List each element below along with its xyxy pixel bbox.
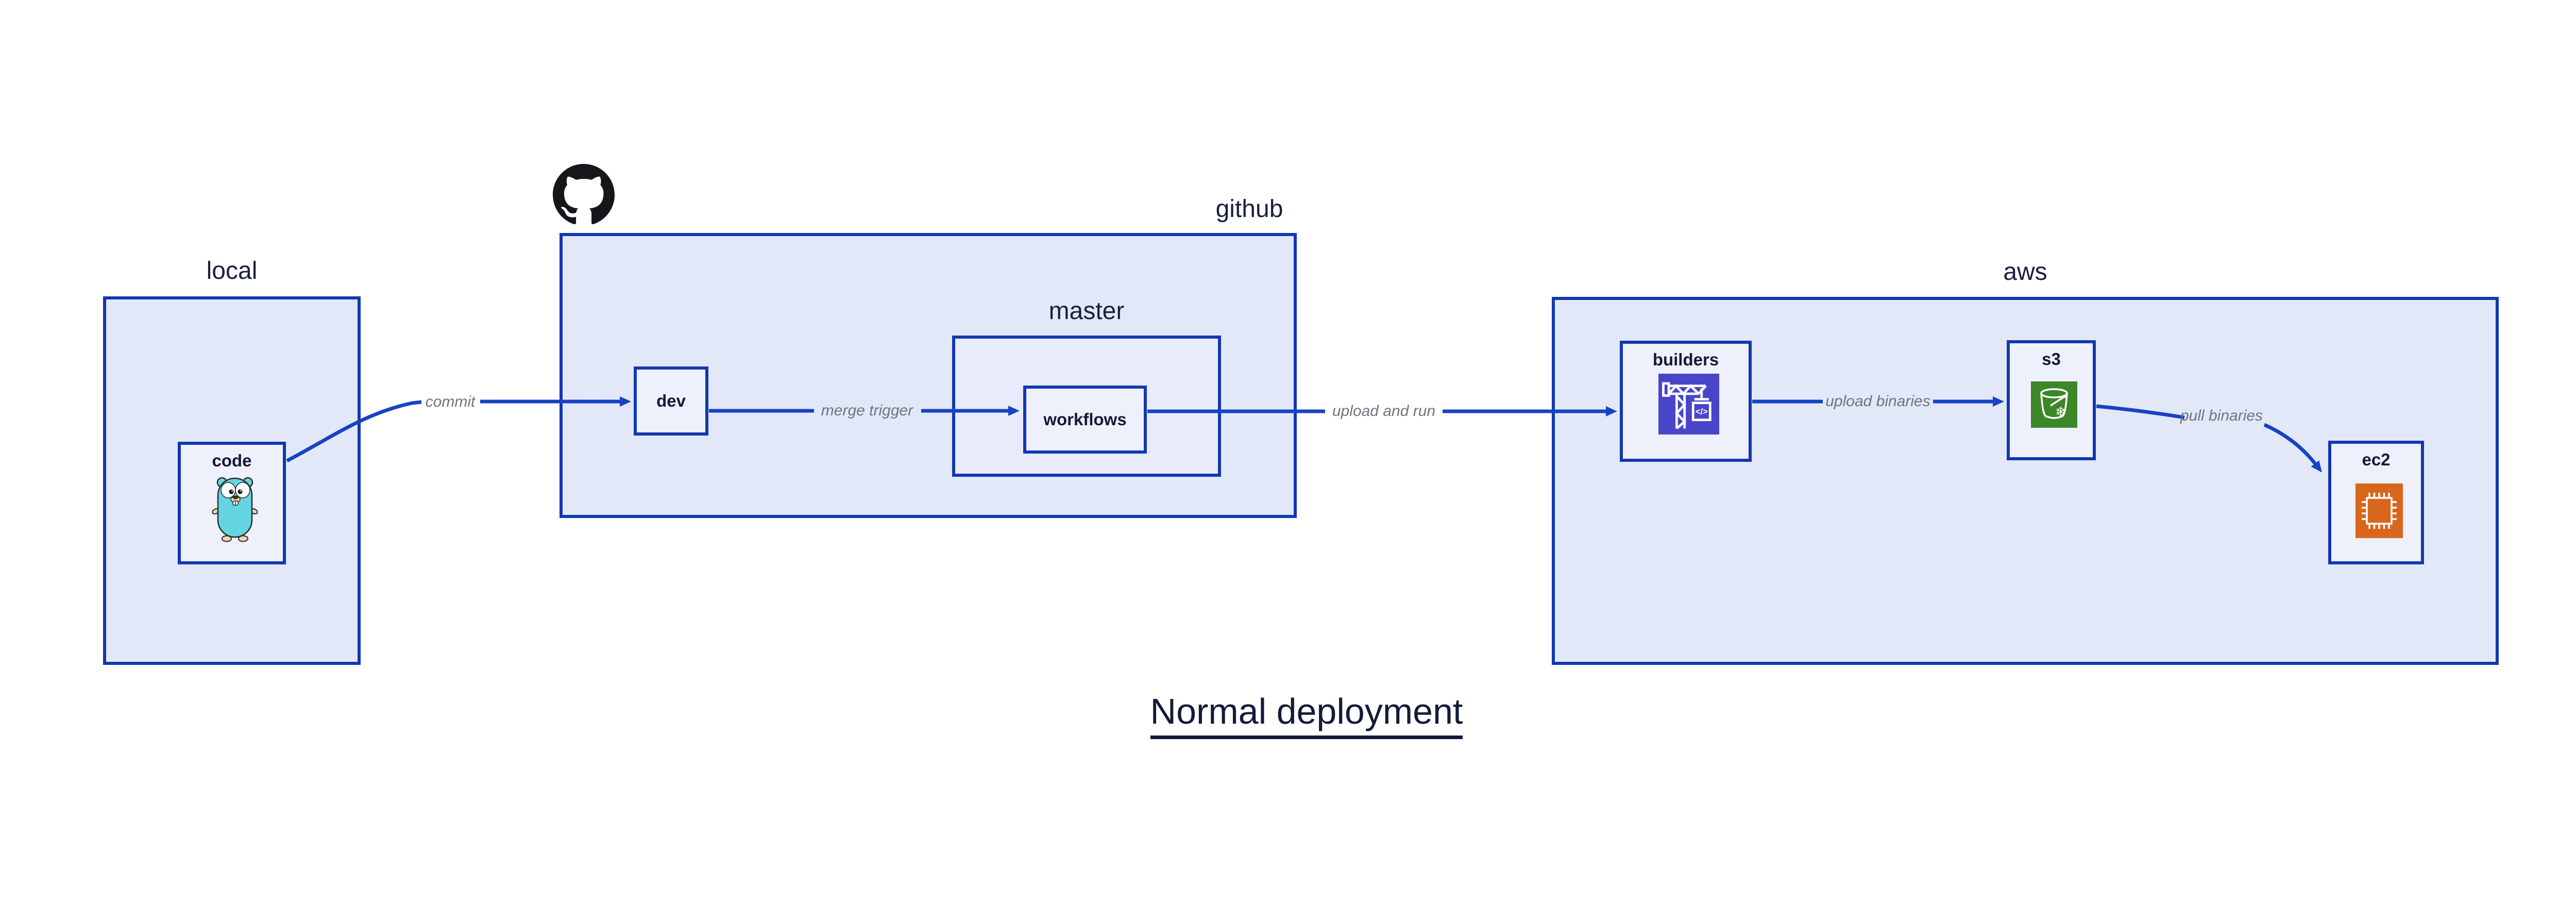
cpu-chip-icon (2355, 483, 2403, 538)
builders-node: builders </> (1620, 341, 1752, 462)
ec2-node-label: ec2 (2362, 450, 2391, 469)
github-octocat-icon (553, 164, 615, 225)
s3-node-label: s3 (2042, 349, 2061, 369)
s3-icon-snowflake-glyph: ❄ (2055, 405, 2066, 420)
code-node-label: code (212, 451, 252, 470)
local-container-label: local (206, 257, 258, 285)
code-node: code (178, 442, 286, 564)
builders-node-label: builders (1652, 350, 1719, 369)
master-container-label: master (1048, 297, 1125, 325)
edge-label-pull-binaries: pull binaries (2180, 407, 2263, 424)
aws-container-label: aws (2003, 258, 2047, 286)
go-gopher-icon (212, 477, 258, 542)
diagram-title-text: Normal deployment (1150, 691, 1463, 739)
builders-icon-code-glyph: </> (1696, 407, 1708, 416)
s3-node: s3 ❄ (2007, 340, 2096, 460)
glacier-bucket-icon: ❄ (2031, 381, 2077, 428)
github-container-label: github (1215, 195, 1283, 223)
edge-label-upload-binaries: upload binaries (1825, 393, 1930, 410)
dev-node: dev (634, 366, 708, 436)
workflows-node: workflows (1023, 386, 1147, 454)
dev-node-label: dev (656, 391, 686, 410)
edge-label-commit: commit (425, 393, 476, 410)
ec2-node: ec2 (2328, 441, 2424, 564)
edge-label-merge-trigger: merge trigger (821, 402, 913, 419)
workflows-node-label: workflows (1043, 410, 1127, 429)
edge-label-upload-and-run: upload and run (1332, 403, 1436, 420)
diagram-title: Normal deployment (1049, 691, 1564, 739)
crane-build-icon: </> (1658, 374, 1719, 435)
